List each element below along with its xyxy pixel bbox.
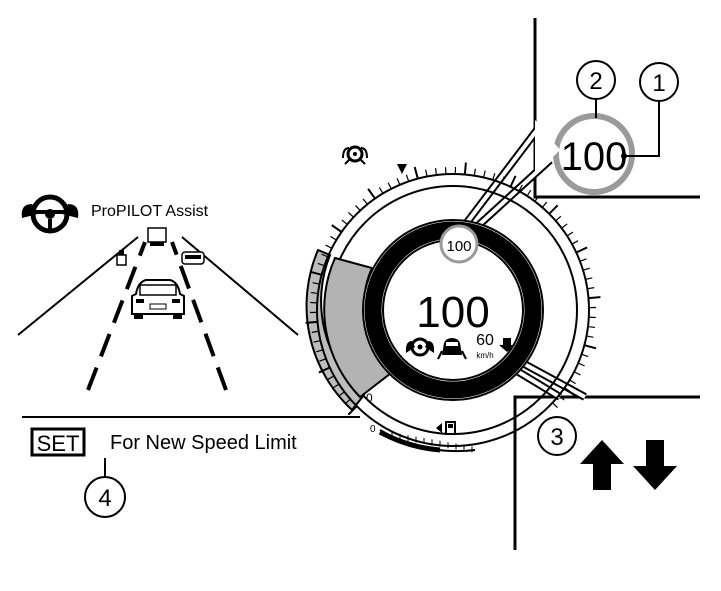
speed-tick [584, 344, 597, 350]
road-scene: ProPILOT Assist [17, 194, 299, 391]
steering-assist-icon [342, 145, 368, 165]
propilot-label: ProPILOT Assist [91, 203, 209, 220]
speed-tick [344, 398, 351, 405]
speed-tick [313, 340, 321, 343]
speed-tick [579, 258, 587, 262]
callout-2-label: 2 [589, 68, 602, 95]
speed-tick [305, 320, 318, 324]
up-arrow-icon [580, 440, 624, 490]
speed-tick [585, 277, 593, 280]
speed-tick [587, 325, 596, 329]
car-ahead-icon [437, 338, 467, 360]
speed-tick [338, 391, 345, 397]
callout-3-circle [537, 416, 577, 456]
speed-tick [587, 287, 595, 290]
scale-zero-outer: 0 [366, 391, 373, 405]
speed-tick [571, 240, 579, 245]
speed-tick [425, 169, 428, 177]
set-label: SET [37, 431, 80, 456]
set-speed-value: 100 [416, 288, 489, 337]
speed-tick [518, 184, 523, 192]
down-arrow-icon [633, 440, 677, 490]
set-panel: SET For New Speed Limit 4 [22, 416, 360, 518]
speed-tick [473, 168, 476, 176]
speed-tick [367, 188, 376, 200]
truck-ahead [147, 227, 167, 246]
speed-tick [405, 174, 410, 182]
speed-marker-icon [397, 164, 407, 174]
inset-speed-limit-value: 100 [561, 135, 628, 179]
speed-tick [566, 231, 574, 237]
speed-tick [330, 235, 337, 241]
speed-tick [341, 219, 348, 225]
speed-tick [312, 282, 320, 285]
speed-tick [534, 195, 540, 202]
meter-speed-limit-badge: 100 [446, 238, 471, 255]
distance-speed-unit: km/h [476, 351, 493, 360]
speed-tick [378, 187, 384, 194]
callout-4-label: 4 [98, 485, 111, 512]
speed-tick [526, 189, 532, 197]
speed-tick [582, 267, 590, 271]
speed-tick [575, 246, 588, 254]
speed-tick [325, 244, 333, 249]
steering-wheel-hands-icon [21, 194, 79, 234]
arrow-down-icon [499, 338, 515, 352]
scale-zero-inner: 0 [370, 424, 376, 435]
speed-tick [586, 335, 594, 338]
callout-4-circle [84, 476, 126, 518]
speed-tick [413, 166, 419, 179]
speed-tick [501, 176, 505, 184]
speedometer: 100 100 60 km/h 0 0 [305, 145, 601, 453]
speed-tick [573, 371, 581, 376]
steering-hands-small-icon [405, 337, 435, 357]
speed-limit-inset: 100 1 2 [533, 18, 700, 199]
speed-tick [463, 162, 467, 175]
car-ahead-main [131, 279, 185, 319]
speed-tick [548, 204, 559, 215]
speed-tick [318, 366, 331, 374]
speed-tick [577, 362, 585, 367]
speed-tick [362, 198, 368, 205]
speed-tick [327, 375, 335, 380]
speed-tick [558, 395, 565, 401]
speed-tick [316, 349, 324, 353]
speed-tick [355, 205, 361, 211]
callout-3-label: 3 [550, 424, 563, 451]
speed-tick [509, 175, 517, 188]
speed-tick [311, 330, 319, 333]
speed-tick [309, 270, 322, 276]
distance-speed-value: 60 [476, 332, 494, 349]
speed-tick [561, 223, 568, 229]
speed-tick [563, 387, 575, 396]
speed-tick [321, 253, 329, 258]
small-car-right [181, 251, 205, 265]
speed-tick [483, 170, 486, 178]
speed-tick [555, 215, 562, 222]
motorcycle [116, 250, 127, 266]
speed-ticks [305, 162, 601, 416]
speed-tick [310, 291, 319, 295]
speed-tick [332, 383, 340, 389]
speed-tick [569, 379, 576, 385]
set-description: For New Speed Limit [110, 432, 297, 454]
speed-tick [588, 296, 601, 300]
arrows-inset: 3 [513, 395, 700, 550]
speed-tick [348, 212, 354, 218]
speed-tick [581, 353, 589, 358]
speed-tick [552, 402, 558, 408]
speed-tick [347, 405, 358, 416]
speed-tick [396, 178, 401, 186]
fuel-icon [436, 421, 456, 435]
callout-1-label: 1 [652, 70, 665, 97]
speed-tick [434, 167, 438, 176]
speed-tick [541, 201, 548, 208]
speed-tick [331, 224, 343, 233]
speed-tick [492, 173, 496, 181]
speed-tick [387, 182, 392, 190]
speed-tick [319, 358, 327, 362]
speed-tick [317, 262, 325, 267]
